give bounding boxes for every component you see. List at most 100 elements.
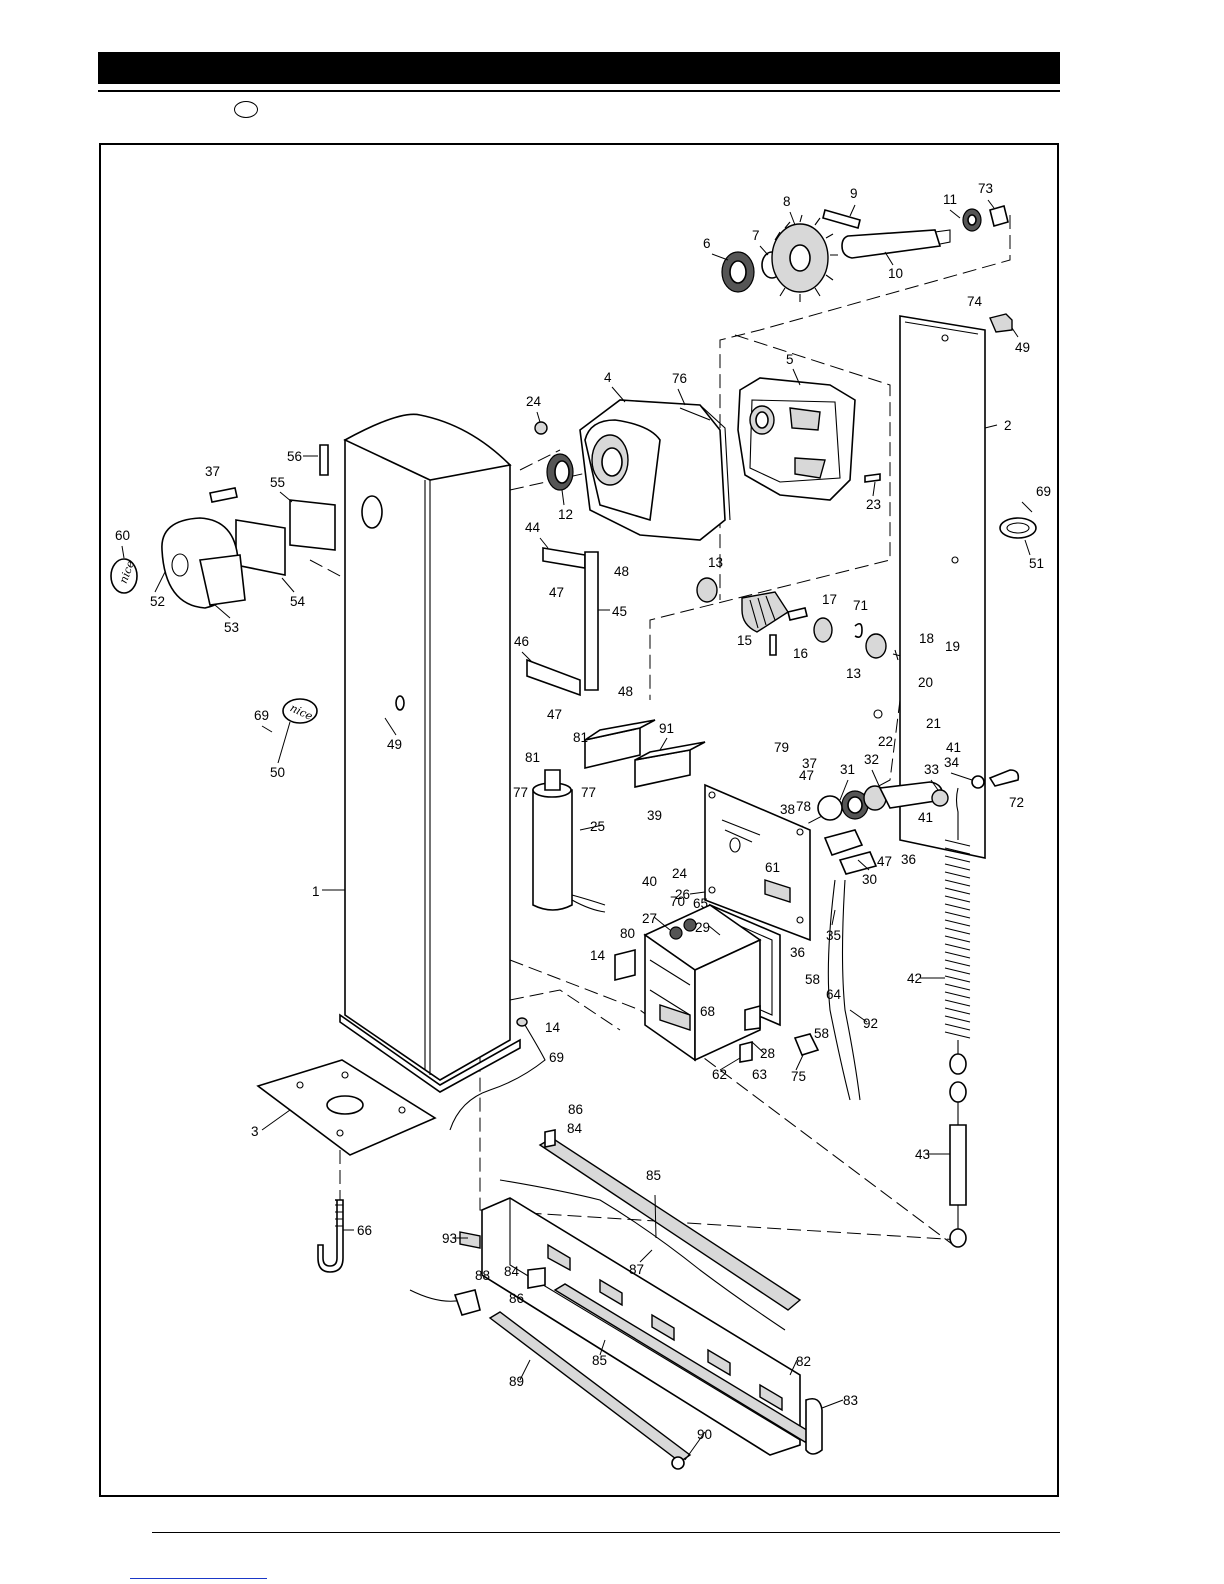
part-label-22: 22: [878, 734, 893, 749]
part-label-47d: 47: [877, 854, 892, 869]
part-label-44: 44: [525, 520, 541, 535]
part-label-85a: 85: [646, 1168, 661, 1183]
part-label-50: 50: [270, 765, 285, 780]
header-bar: [98, 52, 1060, 84]
part-label-93: 93: [442, 1231, 457, 1246]
part-label-19: 19: [945, 639, 960, 654]
part-label-21: 21: [926, 716, 941, 731]
language-badge: [234, 101, 258, 118]
part-label-47b: 47: [547, 707, 562, 722]
part-label-81b: 81: [573, 730, 588, 745]
nice-logo-60: [110, 558, 138, 594]
part-label-77a: 77: [513, 785, 528, 800]
part-label-47c: 47: [799, 768, 814, 783]
part-label-51: 51: [1029, 556, 1044, 571]
part-label-34: 34: [944, 755, 960, 770]
part-label-69b: 69: [254, 708, 269, 723]
part-label-16: 16: [793, 646, 808, 661]
part-label-47a: 47: [549, 585, 564, 600]
base-plate: [256, 1059, 437, 1156]
part-label-32: 32: [864, 752, 879, 767]
part-label-6: 6: [703, 236, 711, 251]
part-label-1: 1: [312, 884, 320, 899]
part-label-91: 91: [659, 721, 674, 736]
part-label-73: 73: [978, 181, 993, 196]
side-brackets: [209, 444, 599, 697]
balance-spring: [944, 787, 971, 1075]
part-label-58b: 58: [814, 1026, 829, 1041]
header-rule: [98, 90, 1060, 92]
part-label-13b: 13: [846, 666, 861, 681]
part-label-10: 10: [888, 266, 903, 281]
part-label-66: 66: [357, 1223, 372, 1238]
part-label-2: 2: [1004, 418, 1012, 433]
part-label-65: 65: [693, 896, 708, 911]
part-label-24b: 24: [672, 866, 688, 881]
part-label-48b: 48: [618, 684, 633, 699]
rubber-profile-lower: [488, 1283, 817, 1463]
part-label-36a: 36: [901, 852, 916, 867]
part-label-28: 28: [760, 1046, 775, 1061]
part-label-78: 78: [796, 799, 811, 814]
part-label-55: 55: [270, 475, 285, 490]
part-label-62: 62: [712, 1067, 727, 1082]
nice-logo-50: [282, 698, 318, 724]
turnbuckle: [949, 1081, 967, 1248]
part-label-12: 12: [558, 507, 573, 522]
part-label-37b: 37: [802, 756, 817, 771]
part-label-82: 82: [796, 1354, 811, 1369]
part-label-77b: 77: [581, 785, 596, 800]
part-label-46: 46: [514, 634, 529, 649]
gearbox-housing: [534, 399, 731, 541]
housing-cover: [737, 377, 881, 501]
footer-link-underline[interactable]: [130, 1578, 267, 1579]
arm-bracket-plate: [899, 313, 1037, 859]
part-label-69a: 69: [1036, 484, 1051, 499]
leader-lines: [121, 199, 1033, 1461]
part-label-58a: 58: [805, 972, 820, 987]
part-label-49a: 49: [1015, 340, 1030, 355]
part-label-23: 23: [866, 497, 881, 512]
part-label-11: 11: [943, 192, 957, 207]
part-label-35: 35: [826, 928, 841, 943]
part-label-27: 27: [642, 911, 657, 926]
part-label-30: 30: [862, 872, 877, 887]
part-label-14a: 14: [590, 948, 606, 963]
part-label-92: 92: [863, 1016, 878, 1031]
part-label-13a: 13: [708, 555, 723, 570]
part-label-86b: 86: [509, 1291, 524, 1306]
part-label-54: 54: [290, 594, 306, 609]
part-label-41b: 41: [918, 810, 933, 825]
wiring: [449, 879, 861, 1131]
part-label-85b: 85: [592, 1353, 607, 1368]
part-label-43: 43: [915, 1147, 930, 1162]
part-label-9: 9: [850, 186, 858, 201]
output-shaft-assembly: [721, 205, 1009, 302]
part-label-20: 20: [918, 675, 933, 690]
part-label-7: 7: [752, 228, 760, 243]
part-label-29: 29: [695, 920, 710, 935]
part-label-42: 42: [907, 971, 922, 986]
footer-rule: [152, 1532, 1060, 1533]
part-label-80: 80: [620, 926, 635, 941]
part-label-33: 33: [924, 762, 939, 777]
diagram-frame: [99, 143, 1059, 1497]
part-label-86a: 86: [568, 1102, 583, 1117]
cover-disc: [161, 517, 246, 609]
part-label-49b: 49: [387, 737, 402, 752]
part-label-15: 15: [737, 633, 752, 648]
motor-and-switches: [532, 719, 706, 913]
part-label-68: 68: [700, 1004, 715, 1019]
cam-assembly: [817, 769, 1020, 875]
part-label-40: 40: [642, 874, 657, 889]
part-label-17: 17: [822, 592, 837, 607]
part-label-84a: 84: [567, 1121, 583, 1136]
part-label-63: 63: [752, 1067, 767, 1082]
part-label-61: 61: [765, 860, 780, 875]
part-label-38: 38: [780, 802, 795, 817]
part-labels: 1 2 3 4 5 6 7 8 9 10 11 12 13 13 14 14 1…: [115, 181, 1051, 1442]
part-label-39: 39: [647, 808, 662, 823]
part-label-72: 72: [1009, 795, 1024, 810]
part-label-79: 79: [774, 740, 789, 755]
part-label-60: 60: [115, 528, 130, 543]
